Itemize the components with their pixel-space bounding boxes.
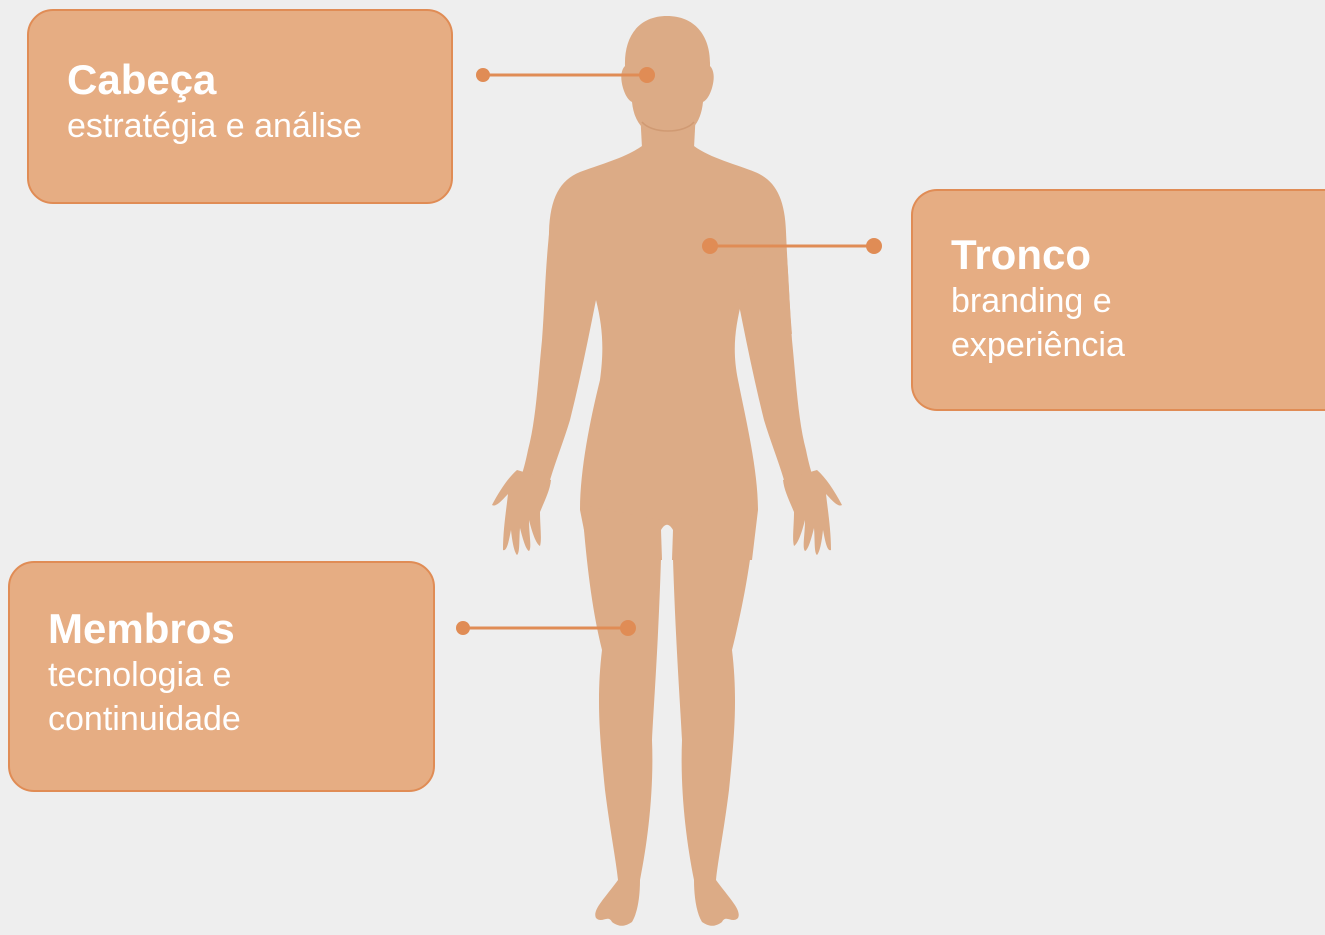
head-subtitle: estratégia e análise xyxy=(67,104,451,148)
limbs-label-card: Membros tecnologia e continuidade xyxy=(8,561,435,792)
trunk-label-card: Tronco branding e experiência xyxy=(911,189,1325,411)
limbs-title: Membros xyxy=(48,605,433,653)
neck-shape xyxy=(640,110,696,148)
trunk-subtitle: branding e experiência xyxy=(951,279,1325,367)
limbs-subtitle: tecnologia e continuidade xyxy=(48,653,433,741)
leg-gap xyxy=(661,525,673,620)
trunk-title: Tronco xyxy=(951,231,1325,279)
right-hand-shape xyxy=(783,470,842,555)
left-leg-shape xyxy=(582,505,662,926)
left-hand-shape xyxy=(492,470,551,555)
head-title: Cabeça xyxy=(67,56,451,104)
head-label-card: Cabeça estratégia e análise xyxy=(27,9,453,204)
right-leg-shape xyxy=(672,505,756,926)
human-body-silhouette-icon xyxy=(492,16,842,926)
